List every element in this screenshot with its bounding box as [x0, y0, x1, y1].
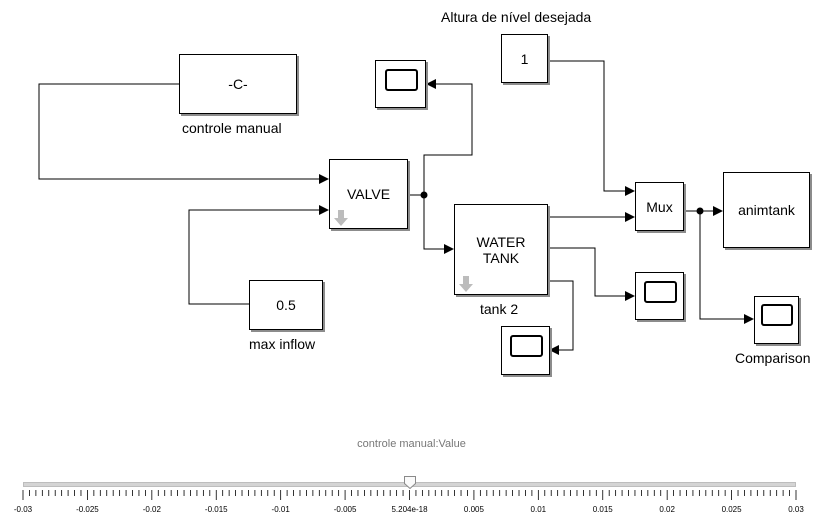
- scope-icon: [644, 281, 677, 303]
- max-inflow-label: max inflow: [249, 336, 316, 352]
- branch-point: [420, 191, 428, 199]
- constant-block-text: -C-: [228, 76, 248, 92]
- signal-line: [423, 79, 473, 195]
- mux-block-text: Mux: [646, 198, 673, 215]
- max-inflow-value: 0.5: [276, 297, 296, 313]
- tick-label: 0.01: [530, 505, 547, 514]
- signal-line: [38, 83, 329, 184]
- scope-block[interactable]: [501, 326, 550, 375]
- tick-label: 0.02: [659, 505, 675, 514]
- constant-block[interactable]: -C-: [179, 54, 297, 114]
- animtank-block-text: animtank: [738, 202, 795, 218]
- scope-icon: [761, 304, 793, 326]
- controle-manual-label: controle manual: [182, 120, 282, 136]
- signal-line: [423, 195, 454, 254]
- input-port-icon: [459, 276, 473, 292]
- valve-block-text: VALVE: [346, 186, 391, 202]
- scope-icon: [385, 69, 418, 91]
- signal-line: [699, 211, 754, 324]
- tick-label: -0.005: [333, 505, 357, 514]
- slider-thumb[interactable]: [403, 476, 416, 489]
- desired-level-title: Altura de nível desejada: [441, 9, 592, 25]
- signal-line: [188, 205, 329, 305]
- tick-label: 0.025: [721, 505, 742, 514]
- tick-label: 0.005: [463, 505, 484, 514]
- mux-block[interactable]: Mux: [635, 182, 684, 231]
- comparison-scope-block[interactable]: [754, 296, 799, 344]
- slider-title: controle manual:Value: [357, 438, 466, 450]
- diagram-canvas: [38, 60, 754, 355]
- desired-level-block[interactable]: 1: [501, 34, 548, 83]
- tick-label: -0.01: [271, 505, 290, 514]
- signal-line: [548, 247, 635, 301]
- max-inflow-block[interactable]: 0.5: [249, 280, 323, 330]
- tick-label: 5.204e-18: [391, 505, 428, 514]
- tick-label: -0.03: [13, 505, 33, 514]
- desired-level-value: 1: [520, 50, 529, 67]
- animtank-block[interactable]: animtank: [723, 172, 810, 248]
- signal-line: [548, 280, 574, 355]
- water-tank-line1: WATER: [476, 233, 526, 250]
- signal-line: [548, 60, 635, 196]
- tick-label: 0.03: [788, 505, 804, 514]
- branch-point: [696, 207, 704, 215]
- tank-label: tank 2: [480, 301, 519, 317]
- comparison-label: Comparison: [735, 350, 811, 366]
- input-port-icon: [334, 210, 348, 226]
- slider-tick-marks: [22, 490, 797, 500]
- tick-label: 0.015: [592, 505, 613, 514]
- value-slider: controle manual:Value -0.03 -0.025 -0.02 -0…: [0, 430, 823, 525]
- scope-icon: [510, 335, 543, 357]
- tick-label: -0.025: [76, 505, 99, 514]
- tick-label: -0.015: [204, 505, 228, 514]
- water-tank-line2: TANK: [482, 249, 520, 266]
- water-tank-block[interactable]: WATER TANK: [454, 204, 548, 295]
- tick-label: -0.02: [142, 505, 161, 514]
- scope-block[interactable]: [635, 272, 684, 320]
- valve-block[interactable]: VALVE: [329, 159, 408, 229]
- scope-block[interactable]: [375, 60, 426, 108]
